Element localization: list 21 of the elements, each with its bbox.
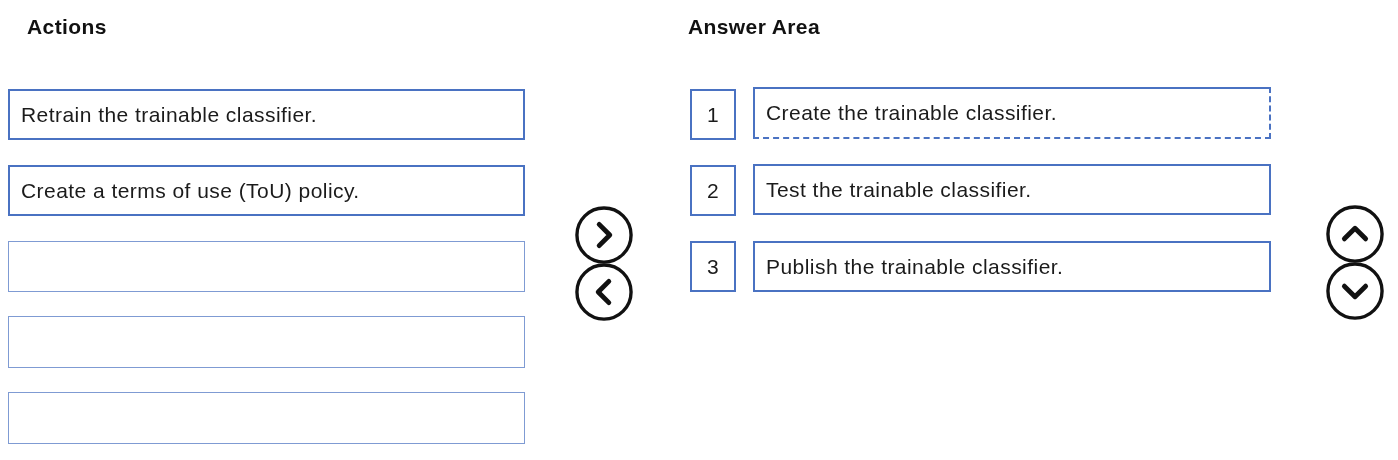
empty-slot (8, 316, 525, 368)
answer-text: Create the trainable classifier. (766, 100, 1058, 126)
section-heading: Answer Area (688, 14, 820, 40)
step-number: 3 (706, 253, 720, 280)
section-heading: Actions (27, 14, 107, 40)
empty-slot (8, 392, 525, 444)
step-number: 1 (706, 101, 720, 128)
answer-text: Publish the trainable classifier. (766, 253, 1064, 280)
answer-text: Test the trainable classifier. (766, 176, 1032, 203)
answer-slot (753, 87, 1271, 139)
action-box (8, 165, 525, 216)
answer-slot (753, 164, 1271, 215)
action-box (8, 89, 525, 140)
answer-slot (753, 241, 1271, 292)
step-number-frame (690, 89, 736, 140)
action-text: Create a terms of use (ToU) policy. (21, 177, 360, 204)
step-number-frame (690, 241, 736, 292)
action-text: Retrain the trainable classifier. (21, 101, 318, 128)
step-number-frame (690, 165, 736, 216)
empty-slot (8, 241, 525, 292)
step-number: 2 (706, 177, 720, 204)
